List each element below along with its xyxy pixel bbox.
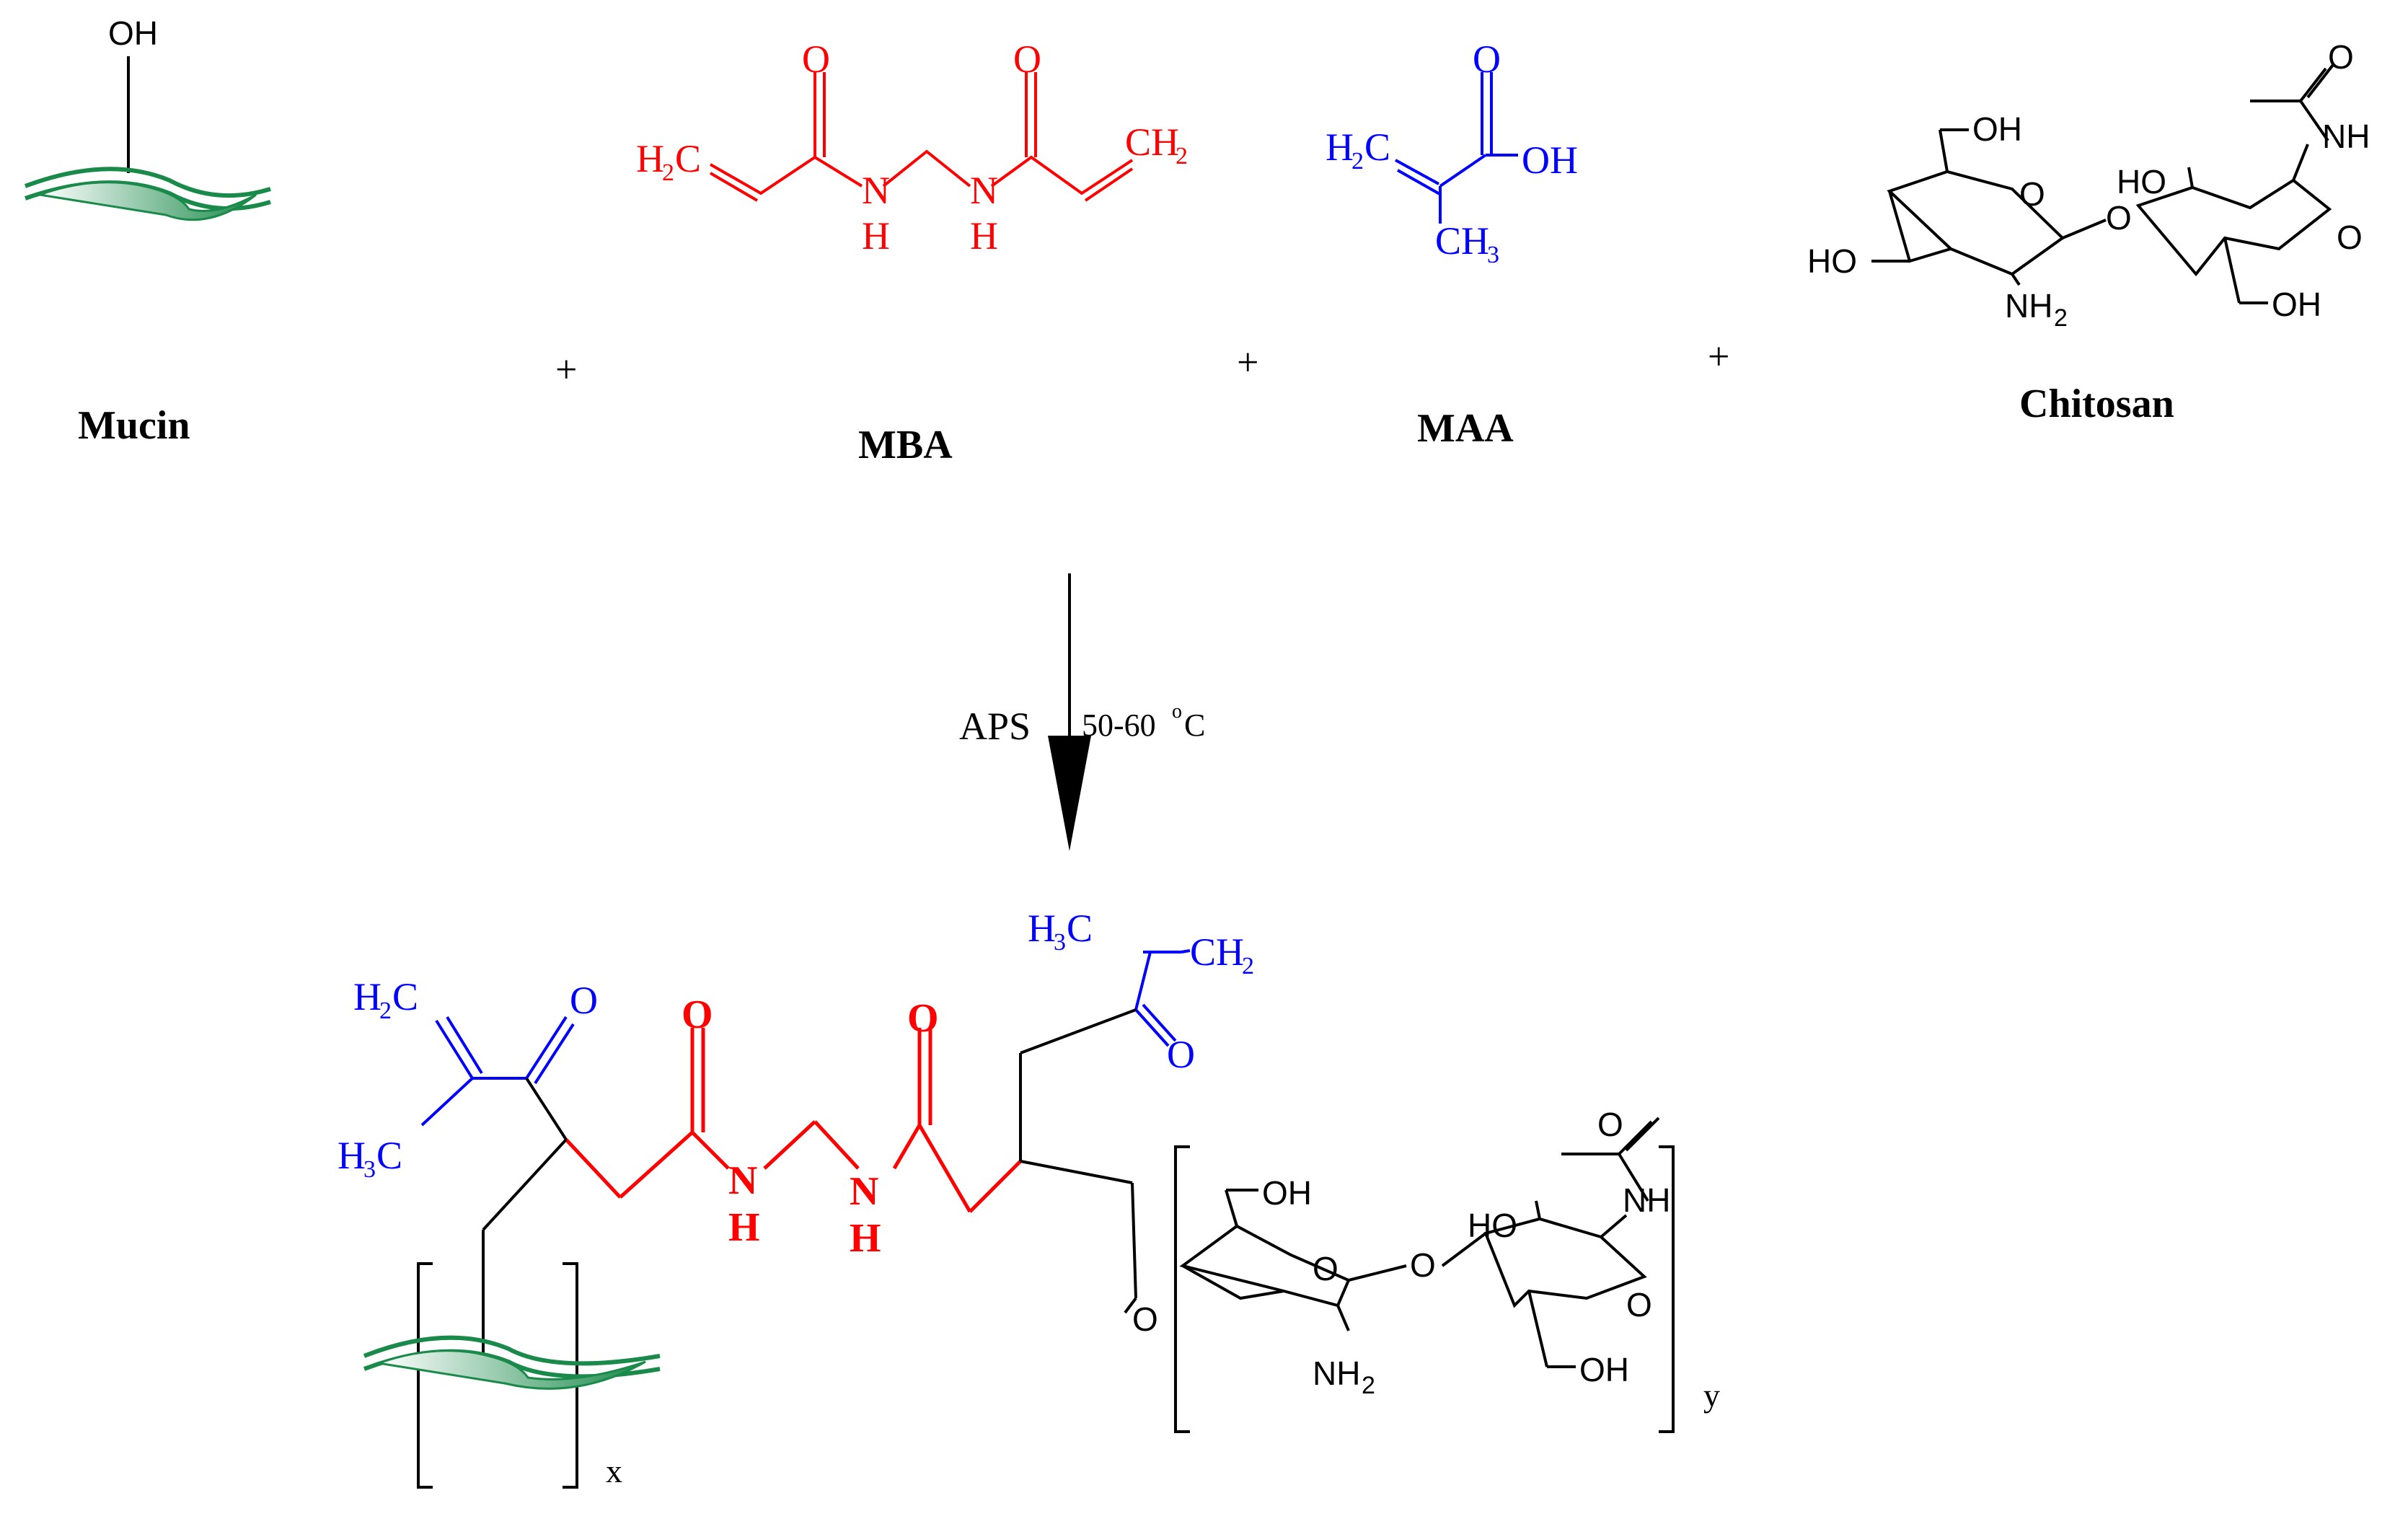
maa-oh: OH bbox=[1522, 138, 1578, 182]
product-chitosan-carbonyl-o: O bbox=[1597, 1106, 1623, 1143]
product-h3c-c: C bbox=[376, 1134, 402, 1177]
product-chitosan-nh: NH bbox=[1623, 1181, 1670, 1219]
maa-h2c-c: C bbox=[1364, 125, 1390, 169]
maa-ch3-ch: CH bbox=[1435, 219, 1489, 263]
plus-sign-3: + bbox=[1708, 335, 1729, 378]
product-h2c-h: H bbox=[353, 975, 382, 1018]
mba-labels: H 2 C O O N H N H CH 2 bbox=[636, 38, 1188, 257]
product-chitosan-ho: HO bbox=[1468, 1207, 1517, 1244]
mba-h2c-sub: 2 bbox=[662, 159, 674, 186]
mba-h2c-h: H bbox=[636, 137, 664, 180]
mba-n-2: N bbox=[970, 169, 998, 212]
product-chitosan-oh-2: OH bbox=[1579, 1351, 1629, 1388]
product-h3c-h: H bbox=[338, 1134, 366, 1177]
mba-h-2: H bbox=[970, 214, 998, 257]
product-linker-o: O bbox=[1132, 1300, 1158, 1338]
conditions-degree: o bbox=[1172, 700, 1182, 723]
product-maa-labels: H 2 C O H 3 C H 3 C CH 2 O bbox=[338, 907, 1254, 1183]
product-h2c-sub: 2 bbox=[379, 997, 392, 1024]
mucin-oh-label: OH bbox=[108, 14, 158, 52]
product-ch2-sub: 2 bbox=[1242, 953, 1254, 979]
mba-h2c-c: C bbox=[675, 137, 701, 180]
product-h3c-2-h: H bbox=[1028, 907, 1056, 950]
chitosan-carbonyl-o: O bbox=[2328, 38, 2354, 76]
mba-o-2: O bbox=[1013, 38, 1041, 81]
chitosan-oh-1: OH bbox=[1972, 110, 2022, 148]
conditions-label: 50-60 o C bbox=[1082, 700, 1205, 743]
product-h3c-2-sub: 3 bbox=[1054, 929, 1066, 956]
product-h2c-c: C bbox=[392, 975, 418, 1018]
chitosan-oh-2: OH bbox=[2272, 286, 2321, 323]
maa-h2c-h: H bbox=[1326, 125, 1354, 169]
product-maa-o-1: O bbox=[570, 979, 598, 1022]
product-chitosan-glycosidic-o: O bbox=[1410, 1246, 1436, 1284]
mba-name: MBA bbox=[858, 423, 953, 467]
product-chitosan-labels: O OH O NH 2 O HO O OH NH O bbox=[1132, 1106, 1670, 1399]
mba-ch2-ch: CH bbox=[1125, 120, 1179, 164]
product-mba-o-2: O bbox=[907, 996, 939, 1041]
product-ch2-ch: CH bbox=[1190, 930, 1244, 974]
product-maa-o-2: O bbox=[1167, 1033, 1195, 1076]
product-mba-h-2: H bbox=[850, 1216, 881, 1261]
product-mucin-chain-icon bbox=[363, 1335, 661, 1390]
conditions-temp: 50-60 bbox=[1082, 708, 1156, 743]
reaction-arrow bbox=[1048, 573, 1091, 851]
chitosan-ring-o-1: O bbox=[2019, 175, 2045, 213]
chitosan-ho-2: HO bbox=[2117, 163, 2166, 201]
maa-name: MAA bbox=[1417, 406, 1514, 451]
maa-structure bbox=[1395, 72, 1518, 224]
chitosan-structure bbox=[1871, 63, 2334, 304]
maa-o: O bbox=[1473, 38, 1501, 81]
chitosan-ho-1: HO bbox=[1807, 242, 1857, 280]
chitosan-nh2-sub: 2 bbox=[2054, 304, 2068, 332]
product-h3c-sub: 3 bbox=[363, 1156, 376, 1183]
product-mba-n-1: N bbox=[728, 1158, 757, 1203]
plus-sign-1: + bbox=[555, 348, 577, 391]
product-chitosan-oh-1: OH bbox=[1262, 1174, 1312, 1212]
reagent-label: APS bbox=[959, 705, 1031, 748]
mba-o-1: O bbox=[802, 38, 830, 81]
repeat-y-subscript: y bbox=[1703, 1377, 1720, 1414]
mucin-chain-icon bbox=[24, 167, 271, 221]
maa-labels: H 2 C O OH CH 3 bbox=[1326, 38, 1578, 268]
chitosan-ring-o-2: O bbox=[2337, 219, 2363, 256]
plus-sign-2: + bbox=[1237, 340, 1258, 384]
product-mba-n-2: N bbox=[850, 1169, 878, 1214]
chitosan-labels: OH HO O NH 2 O HO O OH NH O bbox=[1807, 38, 2370, 332]
product-mba-labels: O O N H N H bbox=[682, 992, 939, 1261]
mba-n-1: N bbox=[862, 169, 890, 212]
product-h3c-2-c: C bbox=[1067, 907, 1093, 950]
mba-structure bbox=[709, 72, 1134, 202]
product-maa-bonds bbox=[420, 949, 1191, 1127]
product-chitosan-ring-o-1: O bbox=[1313, 1250, 1338, 1287]
repeat-x-subscript: x bbox=[606, 1453, 622, 1489]
product-backbone-bonds bbox=[417, 1008, 1675, 1489]
product-chitosan-ring-o-2: O bbox=[1626, 1286, 1652, 1323]
mucin-name: Mucin bbox=[78, 403, 190, 448]
mucin-structure: OH Mucin bbox=[24, 14, 271, 448]
chitosan-name: Chitosan bbox=[2019, 382, 2174, 426]
product-mba-bonds bbox=[565, 1028, 1022, 1213]
product-mba-h-1: H bbox=[728, 1205, 760, 1250]
mba-h-1: H bbox=[862, 214, 890, 257]
mba-ch2-sub: 2 bbox=[1176, 143, 1188, 169]
chitosan-nh: NH bbox=[2322, 118, 2370, 155]
chitosan-nh2: NH bbox=[2005, 287, 2052, 325]
product-mba-o-1: O bbox=[682, 992, 713, 1037]
product-chitosan-bonds bbox=[1179, 1116, 1660, 1368]
product-chitosan-nh2-sub: 2 bbox=[1362, 1372, 1375, 1399]
maa-h2c-sub: 2 bbox=[1351, 148, 1364, 175]
product-chitosan-nh2: NH bbox=[1313, 1355, 1360, 1392]
maa-ch3-sub: 3 bbox=[1487, 242, 1499, 268]
conditions-unit: C bbox=[1184, 708, 1205, 743]
chitosan-glycosidic-o: O bbox=[2106, 199, 2132, 237]
